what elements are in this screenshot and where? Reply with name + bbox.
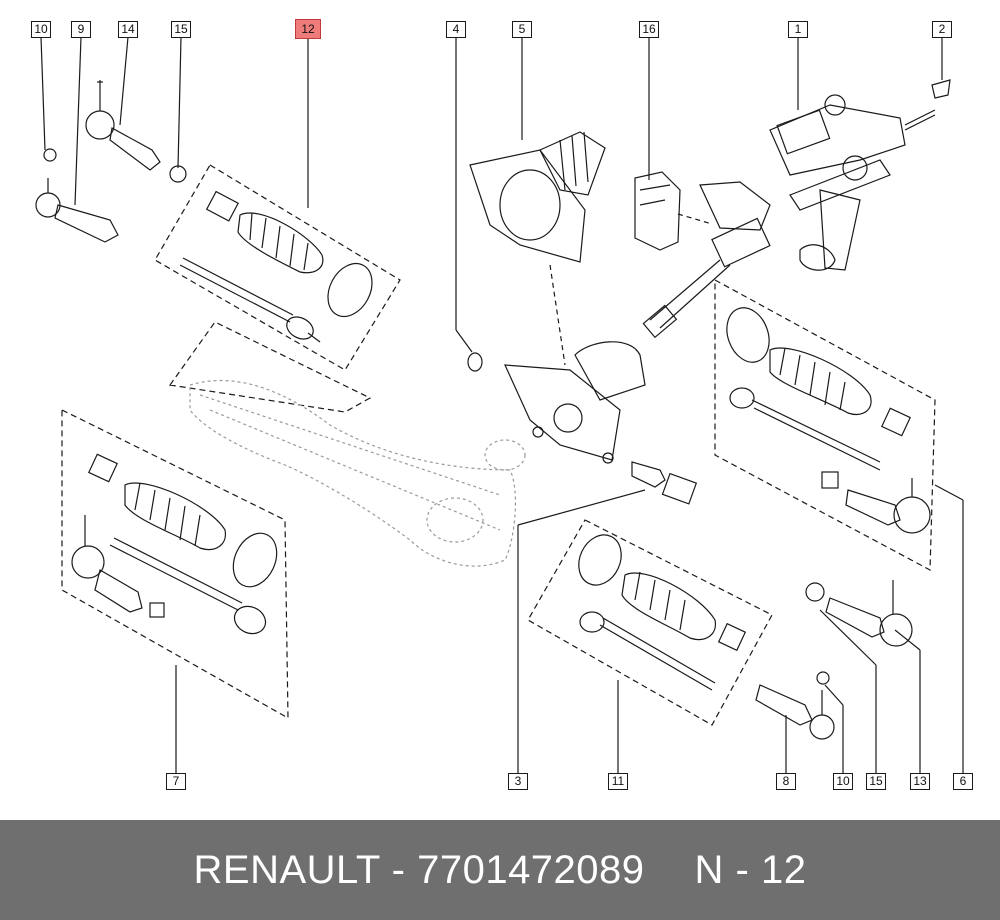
callout-3: 3 [508,773,528,790]
callout-5: 5 [512,21,532,38]
bellows-kit-6 [726,307,931,534]
leader-lines [40,36,964,773]
steering-rack-outline [189,379,526,567]
diagram-reference: N - 12 [694,847,807,892]
part-reference-caption: RENAULT - 7701472089 N - 12 [194,848,807,893]
steering-column-upper [642,79,951,339]
cover-16 [634,171,681,251]
assembly-arrows [549,213,713,366]
callout-15-top: 15 [171,21,191,38]
kit-group-outlines [61,164,936,726]
callout-10-bottom: 10 [833,773,853,790]
tie-rod-end-right [755,580,913,740]
bellows-kit-12 [179,190,373,343]
column-flange-5 [469,131,606,263]
bellows-kit-7 [71,453,278,635]
caption-separator: - [380,847,418,892]
bellows-kit-11 [578,534,747,691]
steering-assembly-diagram [35,36,964,773]
callout-8: 8 [776,773,796,790]
callout-12-highlighted: 12 [295,19,321,39]
callout-13: 13 [910,773,930,790]
callout-4: 4 [446,21,466,38]
callout-1: 1 [788,21,808,38]
callout-11: 11 [608,773,628,790]
callout-10-top: 10 [31,21,51,38]
callout-7: 7 [166,773,186,790]
callout-16: 16 [639,21,659,38]
callout-6: 6 [953,773,973,790]
callout-15-bottom: 15 [866,773,886,790]
pinion-housing-4 [467,341,698,505]
callout-14: 14 [118,21,138,38]
footer-bar: RENAULT - 7701472089 N - 12 [0,820,1000,920]
callout-2: 2 [932,21,952,38]
brand-name: RENAULT [193,847,381,892]
callout-9: 9 [71,21,91,38]
tie-rod-end-left [35,80,187,243]
part-number: 7701472089 [417,847,645,892]
